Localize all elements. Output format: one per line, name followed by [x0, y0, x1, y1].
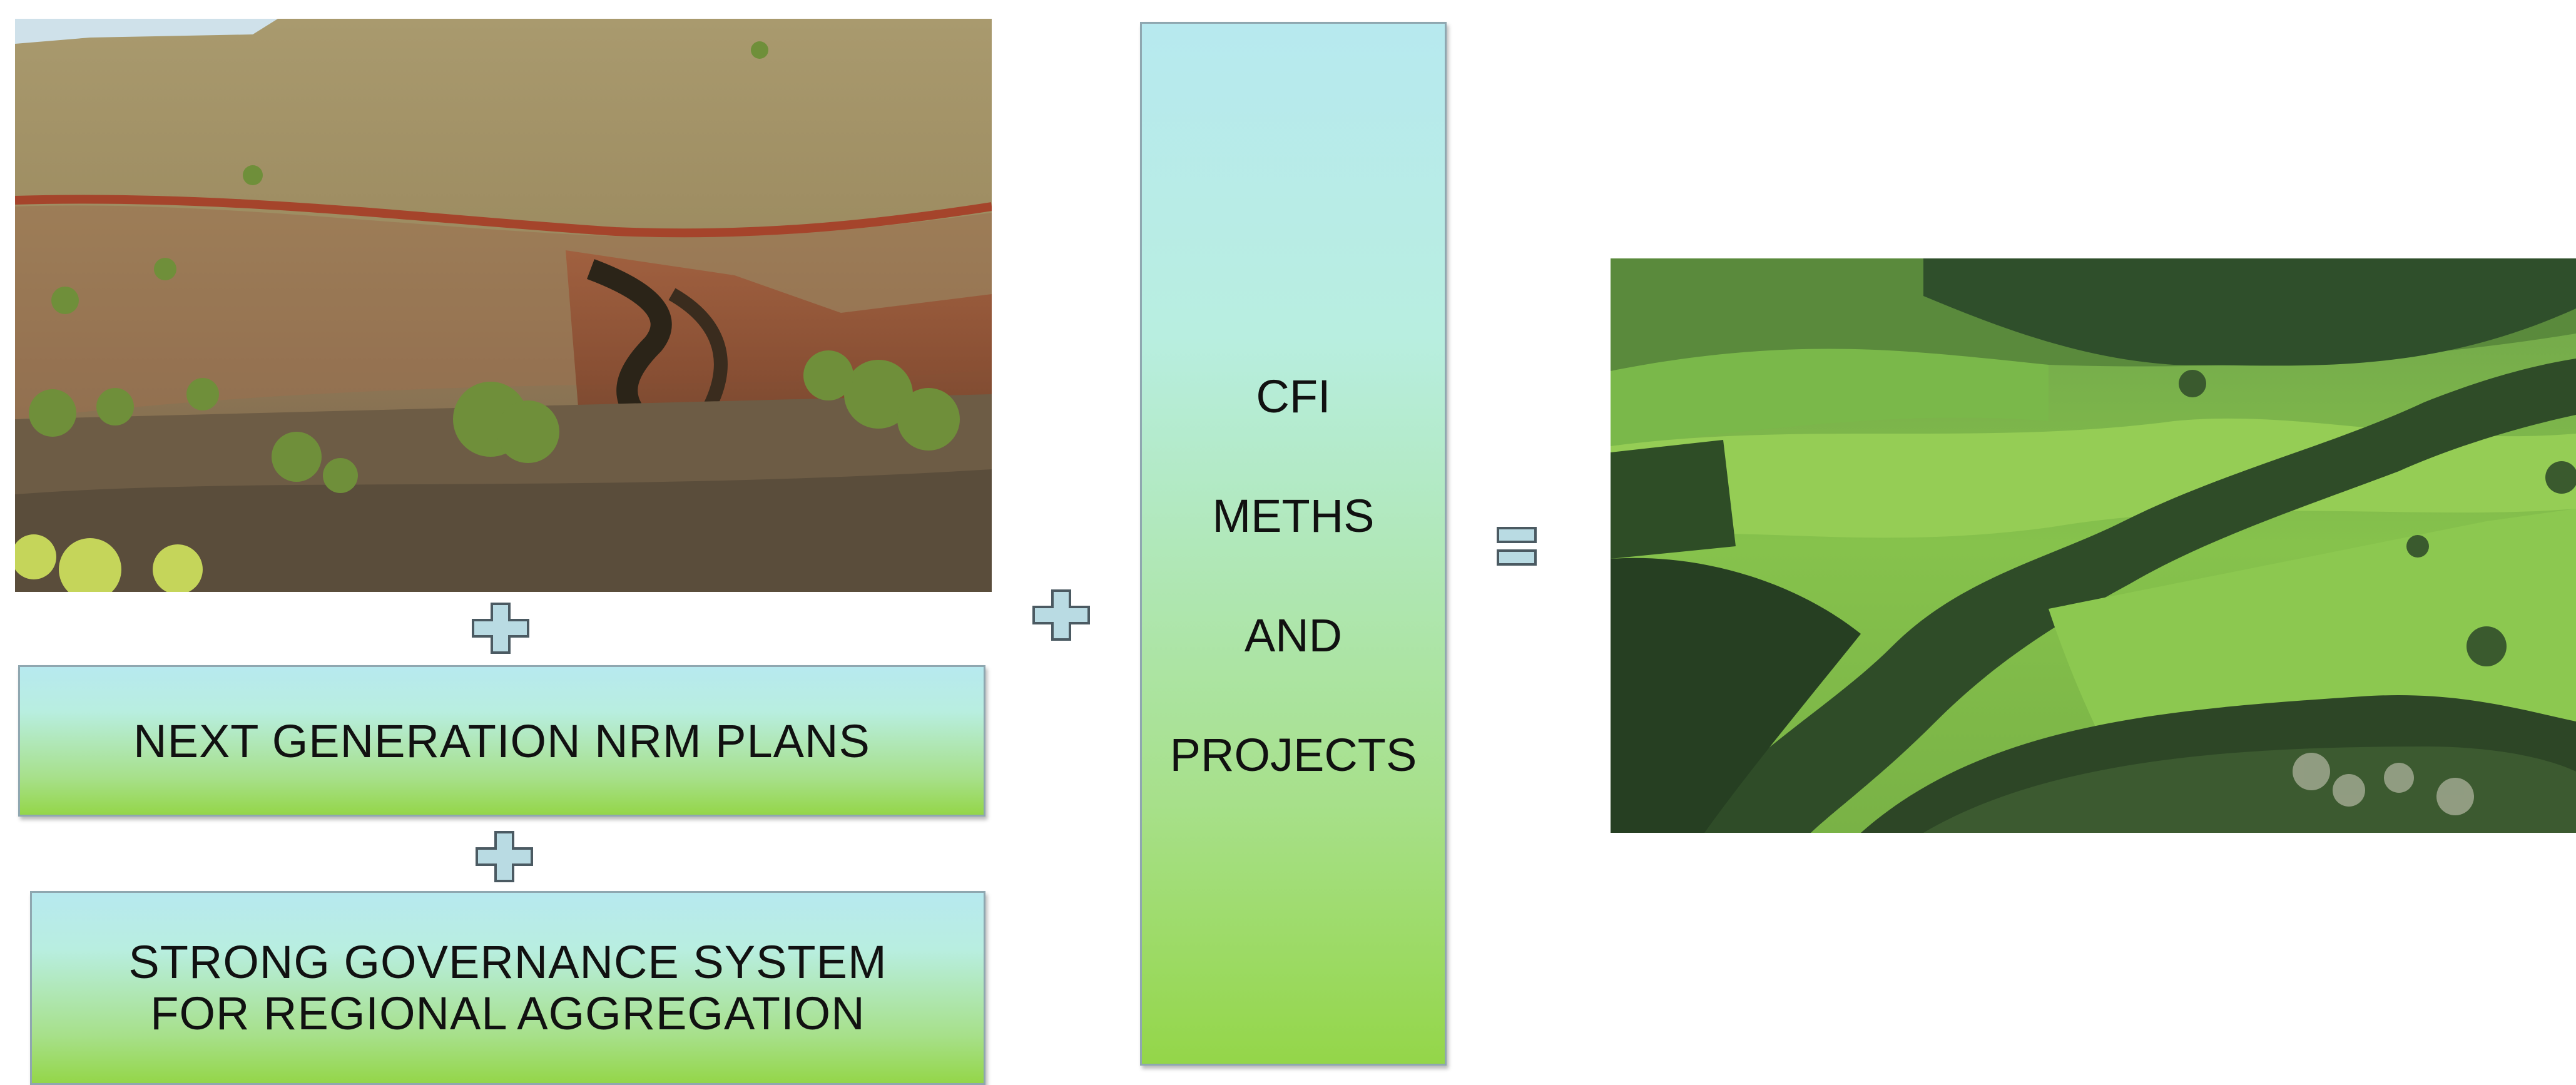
governance-label-line-2: FOR REGIONAL AGGREGATION [150, 987, 865, 1039]
eroded-hillside-photo [15, 19, 992, 592]
plus-icon [1031, 588, 1091, 642]
governance-label-line-1: STRONG GOVERNANCE SYSTEM [128, 936, 887, 988]
meths-label: METHS [1212, 490, 1375, 542]
green-valley-photo [1611, 258, 2576, 833]
nrm-plans-label: NEXT GENERATION NRM PLANS [133, 715, 870, 767]
governance-system-box: STRONG GOVERNANCE SYSTEM FOR REGIONAL AG… [30, 891, 985, 1085]
plus-icon [471, 601, 531, 655]
and-label: AND [1244, 609, 1343, 661]
cfi-methods-projects-box: CFI METHS AND PROJECTS [1140, 22, 1447, 1066]
equals-icon [1495, 524, 1538, 568]
projects-label: PROJECTS [1169, 729, 1417, 781]
plus-icon [474, 830, 534, 884]
cfi-label: CFI [1256, 370, 1331, 422]
nrm-plans-box: NEXT GENERATION NRM PLANS [18, 665, 985, 817]
